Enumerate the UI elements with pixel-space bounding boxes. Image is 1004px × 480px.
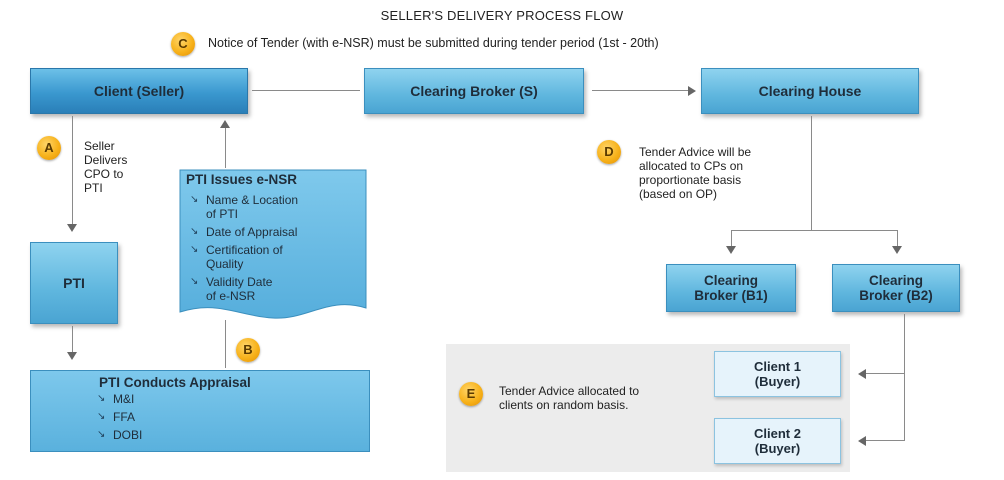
- arrow-to-client1: [858, 369, 866, 379]
- appraisal-box: PTI Conducts Appraisal M&I FFA DOBI: [30, 370, 370, 452]
- arrow-to-b2: [892, 246, 902, 254]
- badge-b: B: [236, 338, 260, 362]
- notice-text: Notice of Tender (with e-NSR) must be su…: [208, 36, 659, 50]
- step-a-note: Seller Delivers CPO to PTI: [84, 139, 128, 195]
- connector-to-b2: [897, 230, 898, 246]
- connector-house-split: [731, 230, 898, 231]
- arrow-to-b1: [726, 246, 736, 254]
- arrow-to-client-seller: [220, 120, 230, 128]
- diagram-title: SELLER'S DELIVERY PROCESS FLOW: [380, 8, 624, 23]
- client2-buyer-box: Client 2(Buyer): [714, 418, 841, 464]
- arrow-to-appraisal: [67, 352, 77, 360]
- connector-ensr-up: [225, 128, 226, 168]
- appraisal-item: M&I: [93, 392, 369, 406]
- connector-house-down: [811, 116, 812, 230]
- connector-pti-appraisal: [72, 326, 73, 352]
- step-d-note: Tender Advice will be allocated to CPs o…: [639, 145, 752, 201]
- connector-b2-down: [904, 314, 905, 440]
- appraisal-title: PTI Conducts Appraisal: [99, 375, 251, 390]
- clearing-broker-s-box: Clearing Broker (S): [364, 68, 584, 114]
- appraisal-item: FFA: [93, 410, 369, 424]
- badge-d: D: [597, 140, 621, 164]
- ensr-title: PTI Issues e-NSR: [186, 172, 298, 187]
- ensr-item: Date of Appraisal: [186, 225, 368, 239]
- arrow-to-clearing-house: [688, 86, 696, 96]
- step-e-note: Tender Advice allocated to clients on ra…: [499, 384, 640, 412]
- connector-appraisal-ensr: [225, 320, 226, 368]
- arrow-to-client2: [858, 436, 866, 446]
- connector-to-b1: [731, 230, 732, 246]
- clearing-house-box: Clearing House: [701, 68, 919, 114]
- connector-to-client2: [866, 440, 905, 441]
- appraisal-item: DOBI: [93, 428, 369, 442]
- client-seller-box: Client (Seller): [30, 68, 248, 114]
- pti-box: PTI: [30, 242, 118, 324]
- connector-client-broker: [252, 90, 360, 91]
- connector-seller-pti: [72, 116, 73, 224]
- client1-buyer-box: Client 1(Buyer): [714, 351, 841, 397]
- badge-e: E: [459, 382, 483, 406]
- badge-a: A: [37, 136, 61, 160]
- arrow-to-pti: [67, 224, 77, 232]
- connector-broker-house: [592, 90, 690, 91]
- connector-to-client1: [866, 373, 904, 374]
- badge-c: C: [171, 32, 195, 56]
